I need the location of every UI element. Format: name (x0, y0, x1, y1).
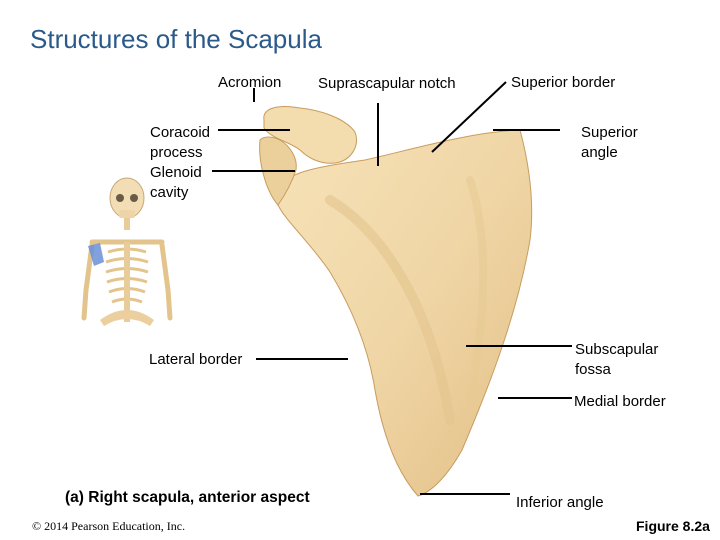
label-subscapular-fossa-line2: fossa (575, 361, 611, 378)
scapula-bone (276, 129, 533, 497)
label-medial-border: Medial border (574, 393, 666, 410)
label-coracoid-process-line2: process (150, 144, 203, 161)
label-lateral-border: Lateral border (149, 351, 243, 368)
label-suprascapular-notch: Suprascapular notch (318, 75, 456, 92)
label-superior-angle: Superior angle (581, 123, 638, 163)
label-glenoid-cavity-line1: Glenoid (150, 164, 202, 181)
figure-number: Figure 8.2a (636, 518, 710, 534)
page-title: Structures of the Scapula (30, 24, 322, 54)
label-glenoid-cavity-line2: cavity (150, 184, 189, 201)
label-inferior-angle: Inferior angle (516, 494, 604, 511)
label-glenoid-cavity: Glenoid cavity (150, 163, 202, 203)
label-superior-border: Superior border (511, 74, 616, 91)
label-coracoid-process: Coracoid process (150, 123, 210, 163)
label-coracoid-process-line1: Coracoid (150, 124, 211, 141)
label-subscapular-fossa-line1: Subscapular (575, 341, 659, 358)
label-subscapular-fossa: Subscapular fossa (575, 340, 658, 380)
copyright-notice: © 2014 Pearson Education, Inc. (32, 519, 186, 533)
label-superior-angle-line2: angle (581, 144, 618, 161)
label-superior-angle-line1: Superior (581, 124, 638, 141)
skeleton-thumbnail (81, 177, 173, 326)
coracoid-process (263, 106, 357, 164)
figure-caption: (a) Right scapula, anterior aspect (65, 489, 310, 506)
label-acromion: Acromion (218, 74, 282, 91)
